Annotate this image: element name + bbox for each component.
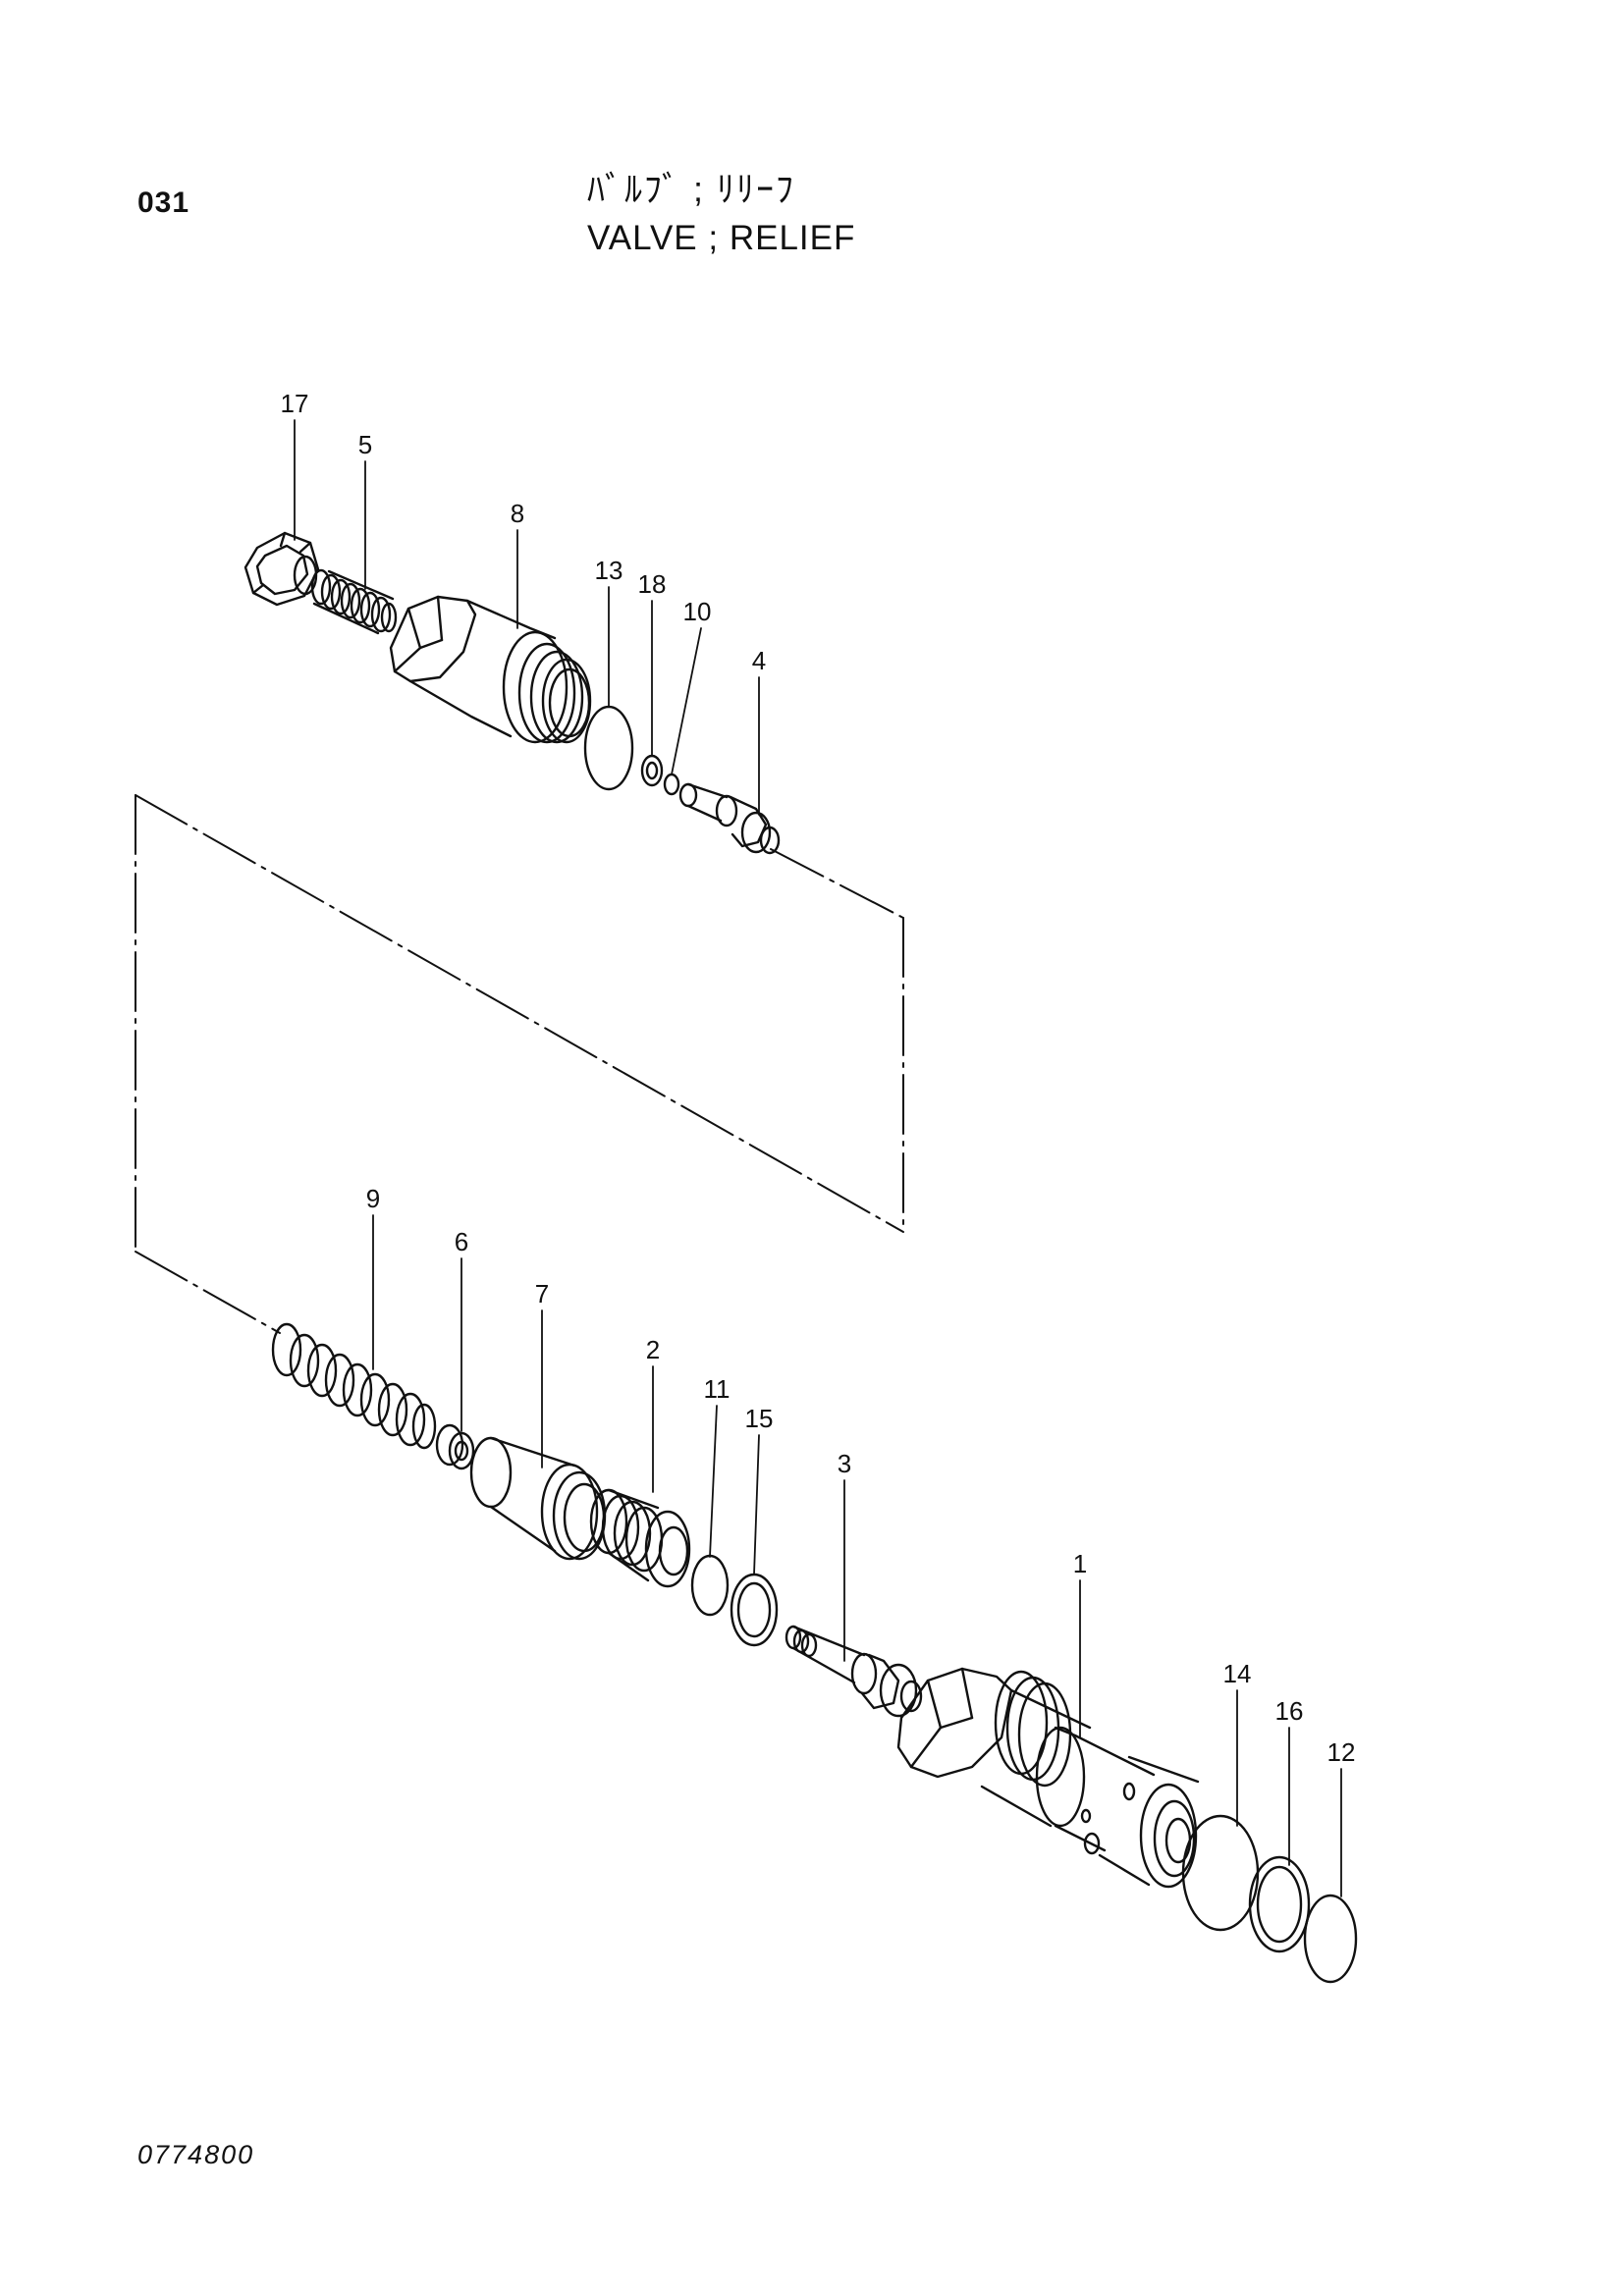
part-18-backup-ring [640, 754, 664, 787]
part-9-spring [271, 1322, 437, 1450]
assembly-frame-lines [135, 794, 904, 1334]
part-12-o-ring [1303, 1894, 1358, 1984]
part-11-o-ring [690, 1554, 730, 1617]
part-2-seat [589, 1488, 691, 1588]
part-3-poppet-stem [785, 1625, 923, 1718]
part-6-spring-seat [435, 1423, 475, 1470]
callout-6: 6 [455, 1227, 468, 1256]
title-block: ﾊﾞﾙﾌﾞ ; ﾘﾘｰﾌ VALVE ; RELIEF [587, 165, 855, 263]
callout-18: 18 [638, 569, 667, 599]
leader-lines [294, 419, 1342, 1897]
callout-3: 3 [838, 1449, 851, 1478]
callout-9: 9 [366, 1184, 380, 1213]
title-japanese: ﾊﾞﾙﾌﾞ ; ﾘﾘｰﾌ [587, 169, 796, 209]
callout-17: 17 [281, 389, 309, 418]
part-14-o-ring [1181, 1814, 1260, 1932]
part-17-nut [244, 531, 320, 607]
callout-13: 13 [595, 556, 623, 585]
callout-labels: 17 5 8 13 18 10 4 9 6 7 2 11 15 3 1 14 1… [281, 389, 1356, 1767]
part-13-o-ring [583, 705, 634, 791]
part-7-piston [469, 1436, 607, 1561]
part-1-body [896, 1667, 1200, 1889]
part-4-poppet [678, 782, 781, 855]
drawing-code: 0774800 [137, 2140, 255, 2169]
callout-14: 14 [1223, 1659, 1252, 1688]
part-8-plug [389, 595, 592, 744]
callout-15: 15 [745, 1404, 774, 1433]
title-english: VALVE ; RELIEF [587, 219, 856, 257]
callout-5: 5 [358, 430, 372, 459]
callout-16: 16 [1275, 1696, 1304, 1726]
part-10-o-ring [663, 773, 680, 796]
page-number: 031 [137, 187, 190, 219]
callout-8: 8 [511, 499, 524, 528]
callout-2: 2 [646, 1335, 660, 1364]
callout-4: 4 [752, 646, 766, 675]
part-15-backup-ring [730, 1573, 779, 1647]
callout-11: 11 [704, 1374, 731, 1404]
callout-7: 7 [535, 1279, 549, 1308]
part-5-adjusting-screw [310, 568, 398, 635]
callout-10: 10 [683, 597, 712, 626]
part-16-backup-ring [1248, 1855, 1311, 1953]
callout-12: 12 [1327, 1737, 1356, 1767]
callout-1: 1 [1073, 1549, 1087, 1578]
